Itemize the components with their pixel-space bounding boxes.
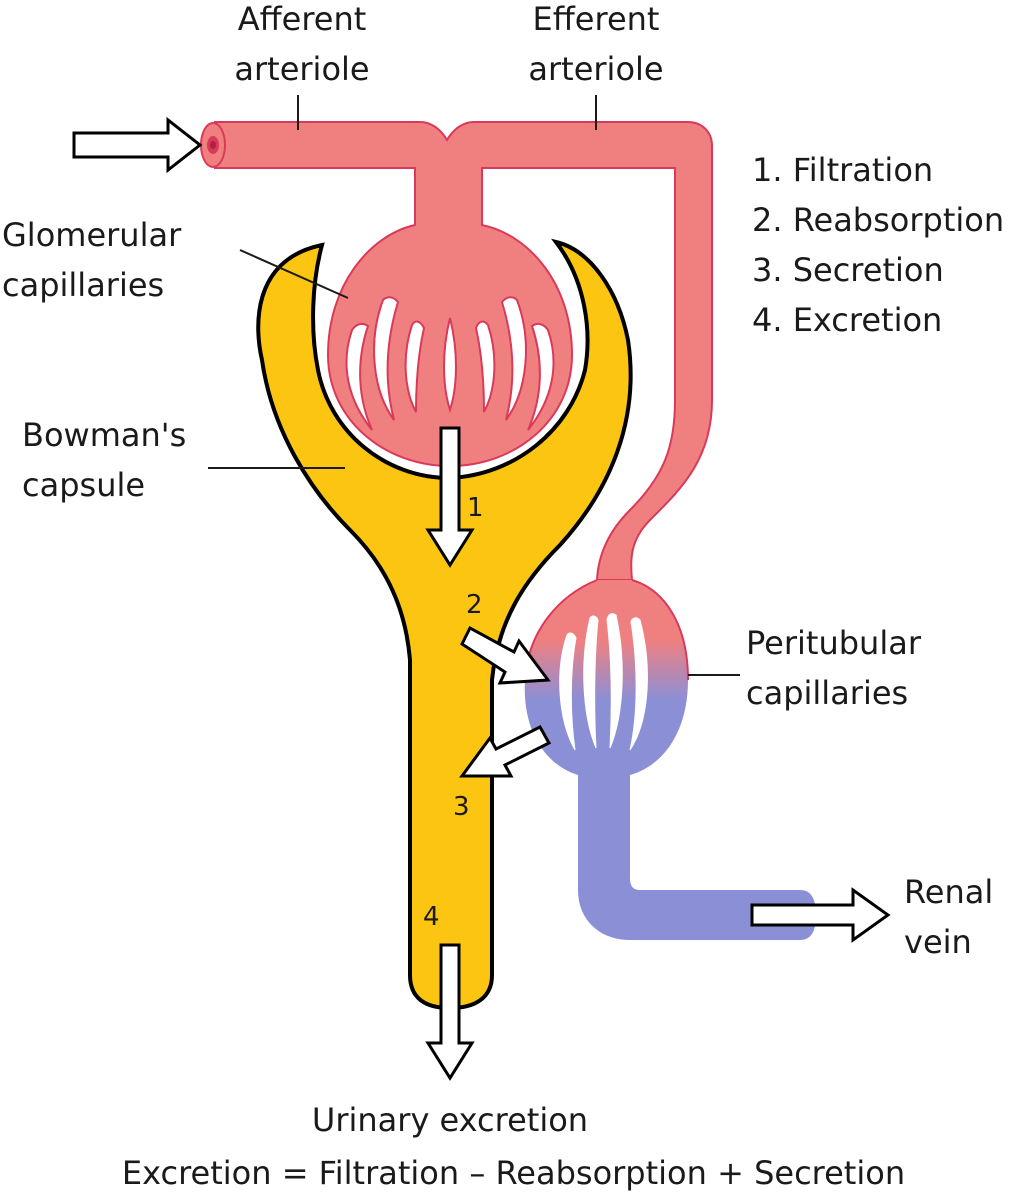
inlet-arrow: [72, 116, 203, 174]
bowmans-capsule-label: Bowman's capsule: [22, 416, 187, 504]
secretion-arrow: [459, 725, 552, 778]
filtration-arrow: [425, 426, 475, 568]
urinary-excretion-label: Urinary excretion: [311, 1101, 589, 1139]
step-number-2: 2: [466, 590, 483, 620]
excretion-equation: Excretion = Filtration – Reabsorption + …: [121, 1154, 906, 1192]
peritubular-capillaries: [524, 580, 816, 940]
step-number-1: 1: [467, 493, 484, 523]
flow-arrows: [72, 116, 891, 1081]
process-item: 3. Secretion: [752, 251, 944, 289]
process-item: 4. Excretion: [752, 301, 943, 339]
glomerulus-and-arterioles: [214, 121, 713, 581]
step-number-4: 4: [423, 902, 440, 932]
step-number-3: 3: [453, 792, 470, 822]
renal-vein-arrow: [750, 887, 891, 943]
leader-lines: [208, 95, 740, 676]
peritubular-capillaries-label: Peritubular capillaries: [746, 624, 921, 712]
renal-vein-label: Renal vein: [904, 873, 994, 961]
peritubular-loops: [559, 613, 648, 751]
excretion-arrow: [425, 943, 475, 1081]
glomerular-loops: [345, 296, 555, 431]
process-item: 1. Filtration: [752, 151, 934, 189]
efferent-arteriole-label: Efferent arteriole: [528, 0, 664, 88]
process-list: 1. Filtration 2. Reabsorption 3. Secreti…: [752, 145, 1004, 345]
process-item: 2. Reabsorption: [752, 201, 1005, 239]
reabsorption-arrow: [460, 625, 551, 685]
glomerular-capillaries-label: Glomerular capillaries: [2, 216, 182, 304]
afferent-arteriole-label: Afferent arteriole: [234, 0, 370, 88]
